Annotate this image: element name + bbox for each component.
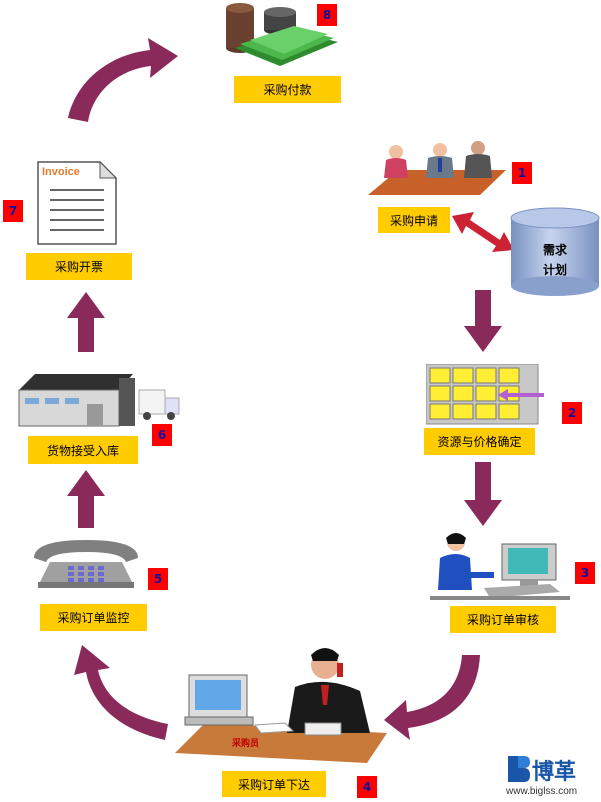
demand-plan-line1: 需求 xyxy=(542,243,567,257)
meeting-people-icon xyxy=(368,141,506,195)
money-stack-icon xyxy=(226,3,338,66)
desk-sign: 采购员 xyxy=(232,739,260,749)
purchaser-desk-icon xyxy=(175,648,387,763)
step-2-badge: 2 xyxy=(562,402,582,424)
step-8-badge: 8 xyxy=(317,4,337,26)
down-arrow-to-step-3 xyxy=(464,462,502,526)
down-arrow-to-step-2 xyxy=(464,290,502,352)
curved-arrow-7-to-8 xyxy=(68,38,178,122)
step-3-badge: 3 xyxy=(575,562,595,584)
brand-url: www.biglss.com xyxy=(506,786,578,797)
curved-arrow-4-to-5 xyxy=(74,645,168,740)
telephone-icon xyxy=(34,540,138,588)
step-3-label: 采购订单审核 xyxy=(450,606,556,633)
demand-plan-database-icon xyxy=(510,207,600,296)
demand-plan-line2: 计划 xyxy=(542,263,567,277)
brand-logo-icon xyxy=(508,756,530,782)
step-8-label: 采购付款 xyxy=(234,76,341,103)
step-7-label: 采购开票 xyxy=(26,253,132,280)
curved-arrow-3-to-4 xyxy=(384,655,480,740)
double-arrow-1-plan xyxy=(452,212,514,252)
step-6-label: 货物接受入库 xyxy=(28,436,138,464)
step-1-label: 采购申请 xyxy=(378,207,450,233)
computer-operator-icon xyxy=(430,533,570,600)
step-5-label: 采购订单监控 xyxy=(40,604,147,631)
step-4-label: 采购订单下达 xyxy=(222,771,326,797)
step-6-badge: 6 xyxy=(152,424,172,446)
step-5-badge: 5 xyxy=(148,568,168,590)
invoice-heading: Invoice xyxy=(42,166,80,178)
up-arrow-to-step-6 xyxy=(67,470,105,528)
up-arrow-to-step-7 xyxy=(67,292,105,352)
brand-name: 博革 xyxy=(532,760,577,785)
warehouse-icon xyxy=(18,374,180,427)
step-1-badge: 1 xyxy=(512,162,532,184)
step-2-label: 资源与价格确定 xyxy=(424,428,535,455)
demand-plan-text: 需求 计划 xyxy=(508,240,601,280)
step-7-badge: 7 xyxy=(3,200,23,222)
resource-grid-icon xyxy=(426,364,544,425)
step-4-badge: 4 xyxy=(357,776,377,798)
invoice-document-icon: Invoice xyxy=(36,160,118,246)
